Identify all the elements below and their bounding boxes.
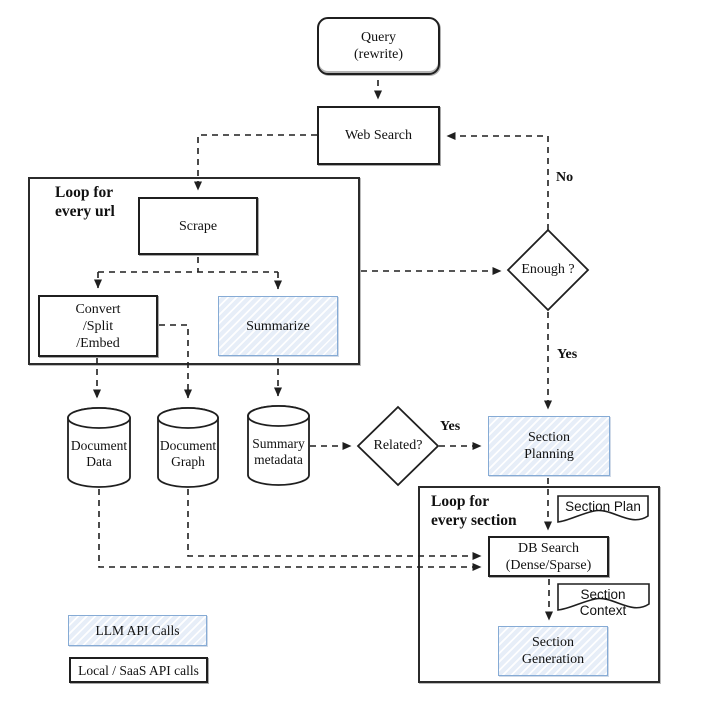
section-generation-node: Section Generation — [498, 626, 608, 676]
scrape-label: Scrape — [178, 218, 218, 234]
section-plan-label: Section Plan — [565, 499, 641, 514]
db-search-label: DB Search (Dense/Sparse) — [505, 540, 592, 573]
convert-split-embed-label: Convert /Split /Embed — [75, 301, 121, 351]
section-planning-node: Section Planning — [488, 416, 610, 476]
query-node: Query (rewrite) — [317, 17, 440, 75]
legend-local-saas-api-calls-label: Local / SaaS API calls — [78, 662, 199, 678]
enough-no-label: No — [556, 170, 574, 185]
loop-every-section-label: Loop for every section — [431, 493, 517, 529]
web-search-label: Web Search — [345, 128, 412, 143]
summarize-node: Summarize — [218, 296, 338, 356]
loop-every-section-container — [418, 486, 660, 683]
scrape-node: Scrape — [138, 197, 258, 255]
section-generation-label: Section Generation — [521, 635, 585, 667]
loop-every-url-label: Loop for every url — [55, 184, 115, 220]
summarize-label: Summarize — [246, 318, 310, 334]
enough-label: Enough ? — [521, 262, 575, 277]
document-graph-label: Document Graph — [159, 438, 217, 469]
enough-yes-label: Yes — [557, 347, 578, 362]
section-context-label: Section Context — [579, 587, 627, 618]
related-label: Related? — [373, 438, 423, 453]
query-label: Query (rewrite) — [354, 30, 403, 62]
section-planning-label: Section Planning — [524, 430, 574, 462]
legend-llm-api-calls: LLM API Calls — [68, 615, 207, 646]
document-data-label: Document Data — [70, 438, 128, 469]
web-search-node: Web Search — [317, 106, 440, 165]
edge-enough-no-to-websearch — [446, 132, 549, 230]
related-yes-label: Yes — [440, 419, 461, 434]
legend-llm-api-calls-label: LLM API Calls — [95, 623, 180, 638]
summary-metadata-label: Summary metadata — [252, 436, 305, 467]
legend-local-saas-api-calls: Local / SaaS API calls — [69, 657, 208, 683]
loop-every-url-container — [28, 177, 360, 365]
convert-split-embed-node: Convert /Split /Embed — [38, 295, 158, 357]
db-search-node: DB Search (Dense/Sparse) — [488, 536, 609, 577]
